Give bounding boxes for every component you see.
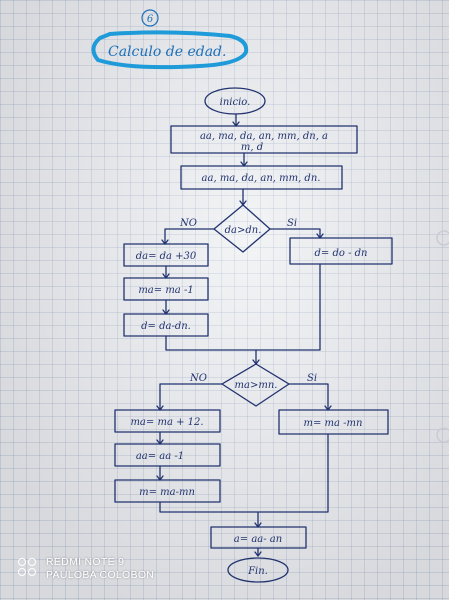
no2-step3-label: m= ma-mn	[139, 487, 195, 498]
camera-lens-icon	[18, 558, 40, 580]
decision-1-condition: da>dn.	[225, 225, 262, 236]
decision-2-condition: ma>mn.	[235, 380, 278, 391]
no1-step1-box: da= da +30	[123, 243, 209, 267]
yes2-step-box: m= ma -mn	[278, 409, 389, 435]
start-terminator: inicio.	[204, 87, 266, 115]
no1-step2-label: ma= ma -1	[138, 285, 193, 296]
decision-1-no-label: NO	[179, 218, 197, 229]
decision-2-yes-label: Si	[307, 373, 317, 384]
variables-label: aa, ma, da, an, mm, dn.	[202, 173, 321, 184]
watermark-device: REDMI NOTE 9	[46, 556, 125, 568]
decision-1-yes-label: Si	[287, 218, 297, 229]
decision-1: da>dn.	[213, 204, 271, 253]
start-label: inicio.	[220, 97, 251, 108]
page-number: 6	[141, 9, 159, 27]
no2-step1-label: ma= ma + 12.	[130, 417, 203, 428]
branch-2-yes-line	[288, 383, 329, 411]
yes1-step-label: d= do - dn	[315, 248, 368, 259]
decision-2-no-label: NO	[189, 373, 207, 384]
branch-1-no-line	[164, 228, 215, 245]
no1-step1-label: da= da +30	[136, 251, 197, 262]
input-line-2: m, d	[241, 142, 263, 153]
input-line-1: aa, ma, da, an, mm, dn, a	[200, 131, 328, 142]
merge-1-line	[165, 263, 321, 351]
final-calc-box: a= aa- an	[210, 526, 307, 549]
merge-2-line	[159, 433, 329, 513]
title-highlight	[91, 30, 249, 70]
branch-1-yes-line	[269, 228, 321, 239]
no2-step3-box: m= ma-mn	[114, 479, 221, 503]
page-title: Calculo de edad.	[108, 44, 226, 60]
no2-step2-box: aa= aa -1	[114, 443, 221, 467]
binder-holes	[436, 230, 449, 443]
page-number-text: 6	[147, 14, 154, 25]
yes2-step-label: m= ma -mn	[304, 418, 363, 429]
no1-step3-box: d= da-dn.	[123, 313, 209, 337]
branch-2-no-line	[159, 383, 223, 411]
yes1-step-box: d= do - dn	[289, 237, 393, 265]
arrowhead	[254, 551, 262, 557]
watermark-author: PAULOBA COLOBON	[46, 569, 155, 581]
no2-step1-box: ma= ma + 12.	[114, 409, 221, 433]
variables-box: aa, ma, da, an, mm, dn.	[180, 165, 343, 190]
watermark-text: REDMI NOTE 9 PAULOBA COLOBON	[46, 556, 154, 582]
final-calc-label: a= aa- an	[234, 534, 282, 545]
no1-step3-label: d= da-dn.	[141, 321, 191, 332]
no1-step2-box: ma= ma -1	[123, 277, 209, 301]
input-box: aa, ma, da, an, mm, dn, a m, d	[170, 125, 358, 154]
end-terminator: Fin.	[227, 557, 289, 583]
decision-2: ma>mn.	[221, 363, 290, 407]
end-label: Fin.	[247, 566, 268, 577]
no2-step2-label: aa= aa -1	[136, 451, 184, 462]
